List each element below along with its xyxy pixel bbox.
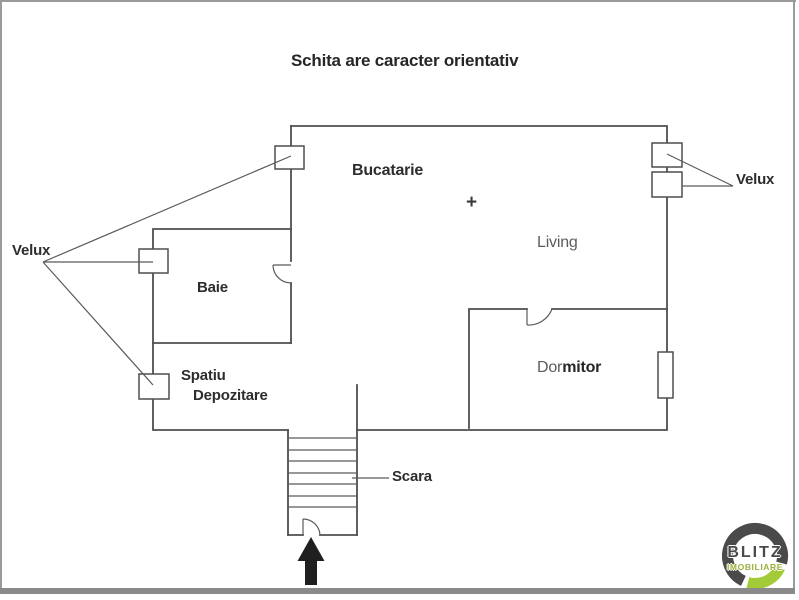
logo-ring-dark-arc <box>722 523 788 586</box>
label-storage-line2: Depozitare <box>193 387 268 404</box>
label-plus: + <box>466 192 477 213</box>
label-bedroom-prefix: Dor <box>537 359 563 376</box>
velux-right-leader-lines <box>666 153 734 187</box>
velux-window-bathroom <box>138 248 169 274</box>
logo-ring-green-arc <box>746 564 785 589</box>
velux-window-right-upper <box>651 142 683 168</box>
frame-border-right <box>793 0 795 594</box>
frame-border-top <box>0 0 796 2</box>
velux-window-storage <box>138 373 170 400</box>
blitz-logo: BLITZ IMOBILIARE <box>716 518 794 594</box>
label-stairs: Scara <box>392 468 432 485</box>
label-storage: Spatiu Depozitare <box>181 366 268 406</box>
label-bathroom: Baie <box>197 279 228 296</box>
frame-border-left <box>0 0 2 594</box>
bedroom-window <box>657 351 674 399</box>
label-bedroom: Dormitor <box>537 359 601 377</box>
logo-ring <box>722 523 788 589</box>
entrance-arrow-icon <box>297 537 325 585</box>
bathroom-door <box>272 264 292 284</box>
disclaimer-title: Schita are caracter orientativ <box>291 51 519 70</box>
label-living: Living <box>537 234 578 251</box>
bedroom-walls <box>468 308 668 429</box>
label-storage-line1: Spatiu <box>181 367 226 384</box>
label-kitchen: Bucatarie <box>352 162 424 179</box>
logo-subtitle-text: IMOBILIARE <box>726 562 784 572</box>
label-velux-right: Velux <box>736 171 775 188</box>
velux-left-leader-lines <box>42 155 292 386</box>
velux-window-right-lower <box>651 171 683 198</box>
frame-border-bottom <box>0 588 795 594</box>
label-velux-left: Velux <box>12 242 51 259</box>
label-bedroom-suffix: mitor <box>562 359 602 376</box>
velux-window-kitchen <box>274 145 305 170</box>
logo-brand-text: BLITZ <box>727 544 783 561</box>
staircase <box>287 384 358 536</box>
